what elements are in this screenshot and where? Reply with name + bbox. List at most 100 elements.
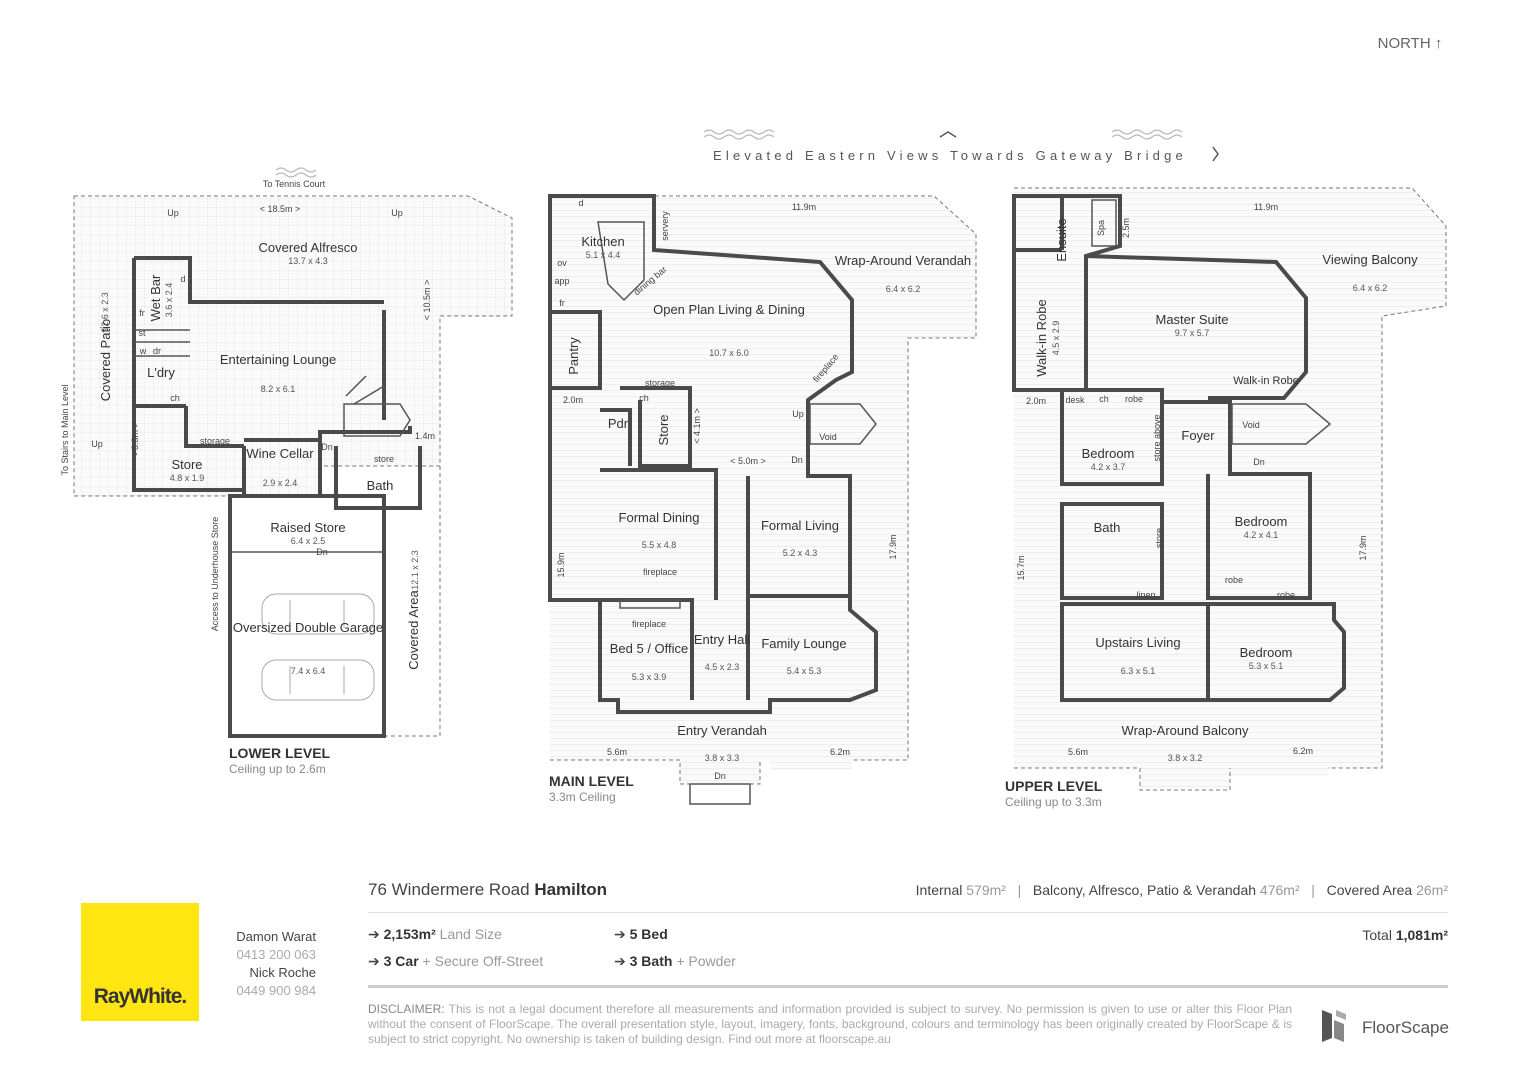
note-robe-3: robe (1277, 590, 1295, 600)
agent1-phone[interactable]: 0413 200 063 (236, 947, 316, 962)
room-bedroom-2: Bedroom (1235, 514, 1288, 529)
note-ov: ov (557, 258, 567, 268)
main-level-plan: Kitchen 5.1 x 4.4 Open Plan Living & Din… (548, 194, 977, 805)
note-ch-upper: ch (1099, 394, 1109, 404)
dim-bedroom-2: 4.2 x 4.1 (1244, 530, 1279, 540)
room-bath-upper: Bath (1094, 520, 1121, 535)
dim-wine-cellar: 2.9 x 2.4 (263, 478, 298, 488)
balcony-label: Balcony, Alfresco, Patio & Verandah (1032, 882, 1257, 898)
footer-header: 76 Windermere Road Hamilton Internal 579… (368, 878, 1448, 913)
wave-icon (703, 129, 1183, 140)
upper-level-plan: Ensuite Spa 2.5m Viewing Balcony 6.4 x 6… (1005, 187, 1447, 809)
room-foyer: Foyer (1181, 428, 1215, 443)
dim-viewing-balcony: 6.4 x 6.2 (1353, 283, 1388, 293)
covered-value: 26m² (1416, 882, 1448, 898)
room-ldry: L'dry (147, 365, 175, 380)
note-dn-main: Dn (791, 455, 803, 465)
note-1-4m: 1.4m (415, 431, 435, 441)
note-dn-2: Dn (316, 547, 328, 557)
room-covered-area: Covered Area (406, 589, 421, 669)
room-store-main: Store (656, 414, 671, 445)
room-entry-hall: Entry Hall (694, 632, 750, 647)
agent1-name: Damon Warat (236, 929, 316, 944)
dim-wir-1: 4.5 x 2.9 (1051, 321, 1061, 356)
disclaimer-text: This is not a legal document therefore a… (368, 1002, 1293, 1046)
room-wine-cellar: Wine Cellar (246, 446, 314, 461)
main-level-title: MAIN LEVEL (549, 773, 634, 789)
note-15-9m: 15.9m (556, 552, 566, 577)
note-desk: desk (1065, 395, 1085, 405)
room-bed5: Bed 5 / Office (610, 641, 689, 656)
lower-level-plan: To Tennis Court < 18.5m > Up Up < 10.5m … (60, 167, 513, 776)
note-up-1: Up (167, 208, 179, 218)
note-5-0m: < 5.0m > (730, 456, 766, 466)
dim-formal-living: 5.2 x 4.3 (783, 548, 818, 558)
dim-entry-hall: 4.5 x 2.3 (705, 662, 740, 672)
note-storage: storage (200, 436, 230, 446)
note-store-above: store above (1152, 414, 1162, 461)
bed-value: 5 Bed (629, 926, 668, 942)
agents: Damon Warat 0413 200 063 Nick Roche 0449… (208, 928, 316, 1000)
room-garage: Oversized Double Garage (233, 620, 383, 635)
feature-bath: ➔ 3 Bath + Powder (614, 953, 736, 970)
note-stairs-main: To Stairs to Main Level (60, 384, 70, 475)
room-covered-alfresco: Covered Alfresco (259, 240, 358, 255)
room-bath-lower: Bath (367, 478, 394, 493)
upper-level-subtitle: Ceiling up to 3.3m (1005, 795, 1102, 809)
arrow-right-icon: ➔ (368, 926, 380, 942)
room-wet-bar: Wet Bar (148, 274, 163, 321)
dim-covered-alfresco: 13.7 x 4.3 (288, 256, 328, 266)
upper-level-title: UPPER LEVEL (1005, 778, 1103, 794)
room-open-plan: Open Plan Living & Dining (653, 302, 805, 317)
dim-raised-store: 6.4 x 2.5 (291, 536, 326, 546)
note-robe-2: robe (1225, 575, 1243, 585)
note-fr: fr (139, 308, 145, 318)
room-spa: Spa (1096, 220, 1106, 236)
note-store: store (374, 454, 394, 464)
room-pdr: Pdr (608, 416, 629, 431)
dim-entry-verandah: 3.8 x 3.3 (705, 753, 740, 763)
room-bedroom-1: Bedroom (1082, 446, 1135, 461)
room-viewing-balcony: Viewing Balcony (1322, 252, 1418, 267)
feature-bed: ➔ 5 Bed (614, 926, 668, 943)
covered-label: Covered Area (1326, 882, 1413, 898)
arrow-right-icon: ➔ (614, 953, 626, 969)
note-17-9m-upper: 17.9m (1358, 535, 1368, 560)
wave-icon (275, 167, 317, 178)
room-wir-2: Walk-in Robe (1233, 375, 1299, 387)
note-robe-1: robe (1125, 394, 1143, 404)
room-entry-verandah: Entry Verandah (677, 723, 767, 738)
dim-covered-area: 12.1 x 2.3 (410, 550, 420, 590)
note-servery: servery (660, 211, 670, 241)
note-app: app (554, 276, 569, 286)
note-fireplace-2: fireplace (643, 567, 677, 577)
agent2-phone[interactable]: 0449 900 984 (236, 983, 316, 998)
disclaimer-lead: DISCLAIMER: (368, 1002, 445, 1016)
car-value: 3 Car (383, 953, 419, 969)
raywhite-logo: RayWhite. (81, 903, 199, 1021)
note-linen: linen (1136, 590, 1155, 600)
land-label: Land Size (439, 926, 502, 942)
note-storage-main: storage (645, 378, 675, 388)
footer-divider (368, 985, 1448, 988)
note-4-1m: < 4.1m > (692, 408, 702, 444)
arrow-right-icon: ➔ (614, 926, 626, 942)
north-label: NORTH ↑ (1378, 35, 1443, 52)
room-formal-dining: Formal Dining (619, 510, 700, 525)
note-d-main: d (578, 198, 583, 208)
note-d: d (180, 274, 185, 284)
feature-land: ➔ 2,153m² Land Size (368, 926, 502, 943)
room-wir-1: Walk-in Robe (1034, 299, 1049, 377)
note-ch-main: ch (639, 393, 649, 403)
balcony-value: 476m² (1259, 882, 1300, 898)
note-11-9m-upper: 11.9m (1254, 202, 1278, 212)
lower-level-title: LOWER LEVEL (229, 745, 331, 761)
room-kitchen: Kitchen (581, 234, 624, 249)
note-17-9m: 17.9m (888, 534, 898, 559)
car-label: + Secure Off-Street (422, 953, 544, 969)
arrow-right-icon: ➔ (368, 953, 380, 969)
total-label: Total (1362, 927, 1392, 943)
floorscape-icon (1322, 1010, 1346, 1042)
note-dn-entry: Dn (714, 771, 726, 781)
raywhite-logo-text: RayWhite. (93, 985, 188, 1008)
